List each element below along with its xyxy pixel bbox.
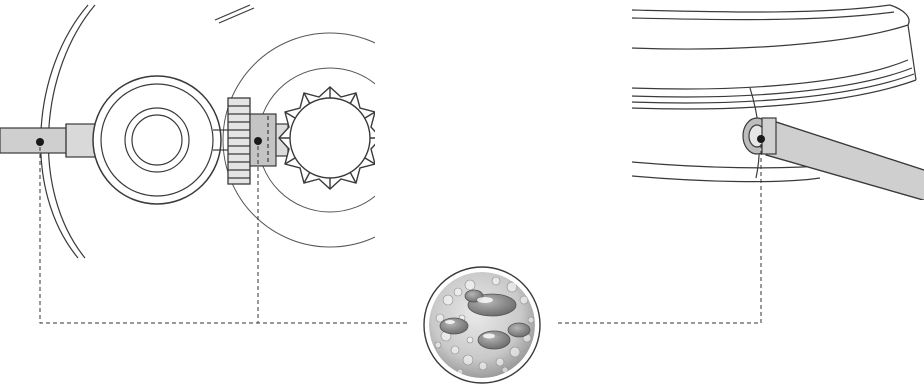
tank-valve-collar bbox=[279, 87, 381, 189]
left-panel bbox=[0, 5, 437, 258]
right-panel bbox=[632, 5, 924, 202]
pressure-regulator bbox=[93, 76, 228, 204]
gas-hose-right bbox=[766, 120, 924, 202]
soap-bubbles-icon bbox=[424, 267, 540, 383]
tank-valve-nut bbox=[228, 98, 250, 184]
leak-point-valve bbox=[254, 137, 262, 145]
leak-point-inlet bbox=[757, 135, 765, 143]
gas-hose bbox=[0, 124, 98, 157]
leak-point-hose bbox=[36, 138, 44, 146]
